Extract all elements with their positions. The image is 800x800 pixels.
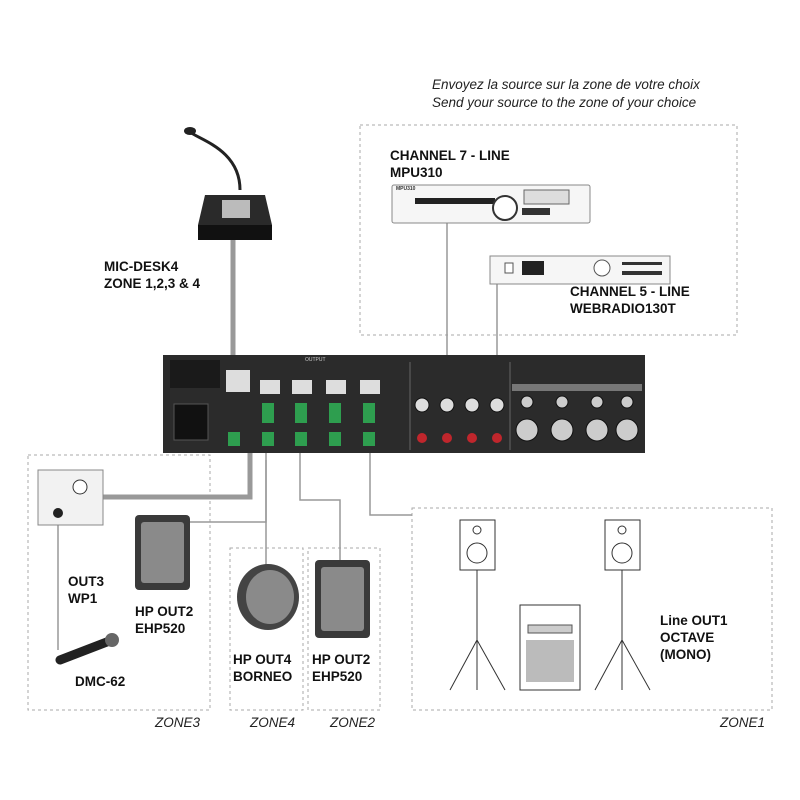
zone1-model-label: OCTAVE: [660, 630, 715, 645]
zone1-label: ZONE1: [720, 715, 766, 730]
zone1-box: [411, 507, 773, 711]
mixer-output-label: OUTPUT: [305, 357, 326, 363]
zone2-cable: [299, 445, 341, 560]
zone4-model-label: BORNEO: [233, 669, 293, 684]
header-line-en: Send your source to the zone of your cho…: [432, 95, 697, 110]
zone3-spk-cable: [190, 445, 267, 523]
mic-desk-label: MIC-DESK4: [104, 259, 179, 274]
zone3-spk-model-label: EHP520: [135, 621, 186, 636]
octave-speaker-right: [594, 519, 651, 691]
header-line-fr: Envoyez la source sur la zone de votre c…: [432, 77, 700, 92]
wp1-wall-plate: [37, 469, 104, 526]
zone1-mode-label: (MONO): [660, 647, 711, 662]
mpu310-device-logo: MPU310: [396, 186, 416, 192]
zone2-model-label: EHP520: [312, 669, 363, 684]
zone4-out-label: HP OUT4: [233, 652, 292, 667]
octave-speaker-left: [449, 519, 506, 691]
mpu310-channel-label: CHANNEL 7 - LINE: [390, 148, 510, 163]
ehp520-speaker-zone3: [135, 515, 190, 590]
zone2-box: [307, 547, 381, 711]
octave-subwoofer: [519, 604, 581, 691]
zone1-out-label: Line OUT1: [660, 613, 728, 628]
wp1-out-label: OUT3: [68, 574, 105, 589]
dmc62-microphone: [55, 633, 119, 665]
webradio-channel-label: CHANNEL 5 - LINE: [570, 284, 690, 299]
sources-box: [359, 124, 738, 336]
zone1-cable: [369, 440, 412, 516]
zone4-label: ZONE4: [250, 715, 296, 730]
wp1-model-label: WP1: [68, 591, 98, 606]
webradio-label: WEBRADIO130T: [570, 301, 676, 316]
ehp520-speaker-zone2: [315, 560, 370, 638]
mpu310-device: [391, 184, 591, 224]
mic-desk4-device: [184, 127, 272, 240]
mic-zones-label: ZONE 1,2,3 & 4: [104, 276, 201, 291]
webradio130t-device: [489, 255, 671, 285]
zone2-label: ZONE2: [330, 715, 376, 730]
zone2-out-label: HP OUT2: [312, 652, 371, 667]
mixer-rear-panel: [163, 355, 645, 453]
zone3-box: [27, 454, 211, 711]
dmc62-label: DMC-62: [75, 674, 126, 689]
zone3-spk-out-label: HP OUT2: [135, 604, 194, 619]
borneo-speaker: [237, 564, 299, 630]
mpu310-label: MPU310: [390, 165, 443, 180]
zone3-label: ZONE3: [155, 715, 201, 730]
